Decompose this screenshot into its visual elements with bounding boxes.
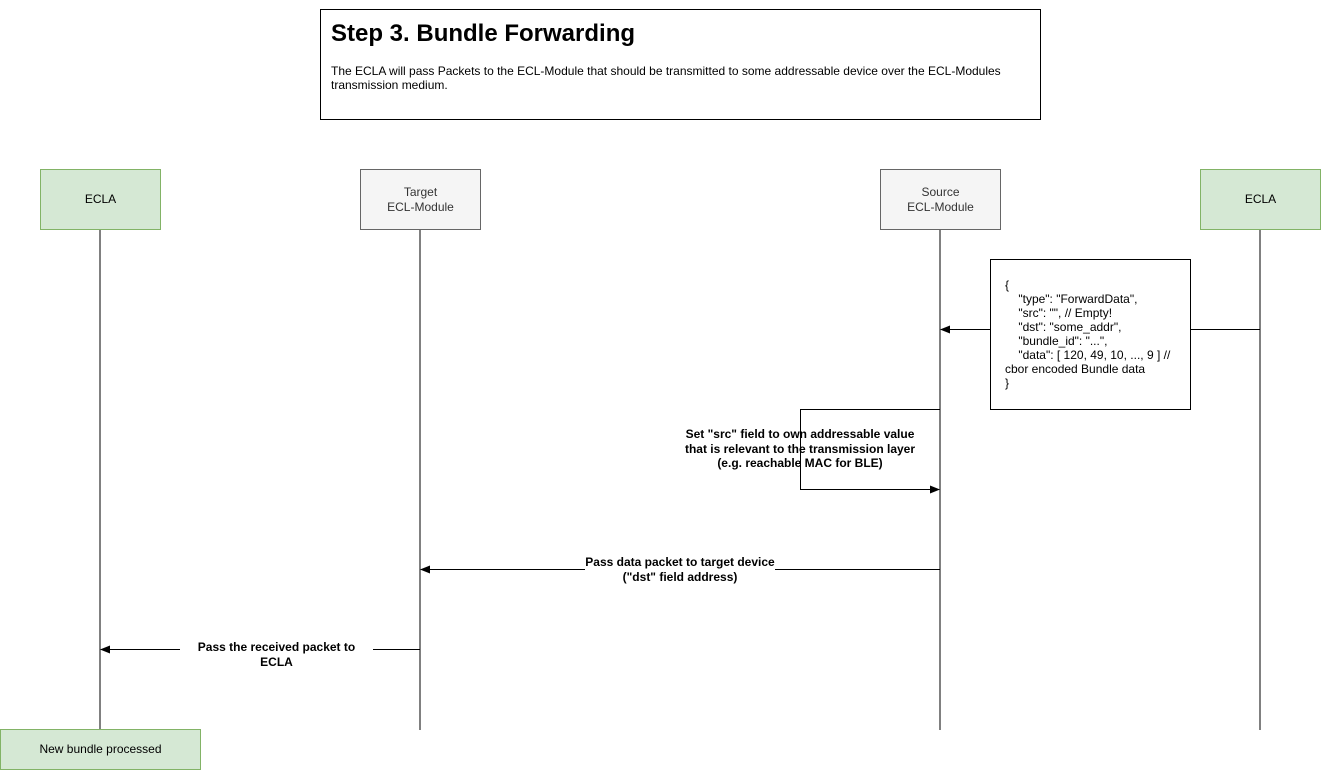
title-description: The ECLA will pass Packets to the ECL-Mo… [331,64,1001,92]
message-pass-to-ecla: Pass the received packet to ECLA [180,640,373,669]
title-box: Step 3. Bundle Forwarding The ECLA will … [320,9,1041,120]
participant-source-module: Source ECL-Module [880,169,1001,230]
arrow-self-set-src [800,409,940,494]
message-pass-to-target: Pass data packet to target device ("dst"… [585,555,775,584]
message-set-src: Set "src" field to own addressable value… [684,427,916,470]
participant-ecla-left: ECLA [40,169,161,230]
end-state-box: New bundle processed [0,729,201,770]
forward-data-note: { "type": "ForwardData", "src": "", // E… [990,259,1191,410]
participant-target-module: Target ECL-Module [360,169,481,230]
page-title: Step 3. Bundle Forwarding [331,20,636,47]
participant-ecla-right: ECLA [1200,169,1321,230]
